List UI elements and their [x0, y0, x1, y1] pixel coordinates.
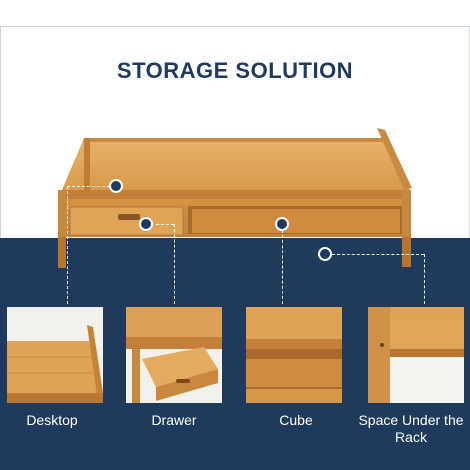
- space-callout-dot: [318, 247, 332, 261]
- desktop-thumbnail: [7, 307, 103, 403]
- space-under-rack-icon: [368, 307, 464, 403]
- headline: STORAGE SOLUTION: [116, 58, 354, 83]
- drawer-icon: [126, 307, 222, 403]
- desktop-caption: Desktop: [26, 412, 78, 428]
- desktop-surface-icon: [7, 307, 103, 403]
- desktop-connector-vertical: [67, 186, 68, 304]
- cube-thumbnail: [246, 307, 342, 403]
- space-connector-line: [332, 254, 424, 255]
- drawer-thumbnail: [126, 307, 222, 403]
- cube-caption: Cube: [279, 412, 313, 428]
- desktop-callout-dot: [109, 179, 123, 193]
- drawer-connector-vertical: [174, 224, 175, 304]
- cube-callout-dot: [275, 217, 289, 231]
- space-under-rack-thumbnail: [368, 307, 464, 403]
- space-under-rack-caption: Space Under the Rack: [358, 412, 464, 445]
- drawer-caption: Drawer: [151, 412, 197, 428]
- desktop-connector-line: [67, 186, 115, 187]
- drawer-callout-dot: [139, 217, 153, 231]
- cube-connector-vertical: [282, 230, 283, 304]
- drawer-connector-line: [156, 224, 174, 225]
- cube-compartment-icon: [246, 307, 342, 403]
- space-connector-vertical: [424, 254, 425, 304]
